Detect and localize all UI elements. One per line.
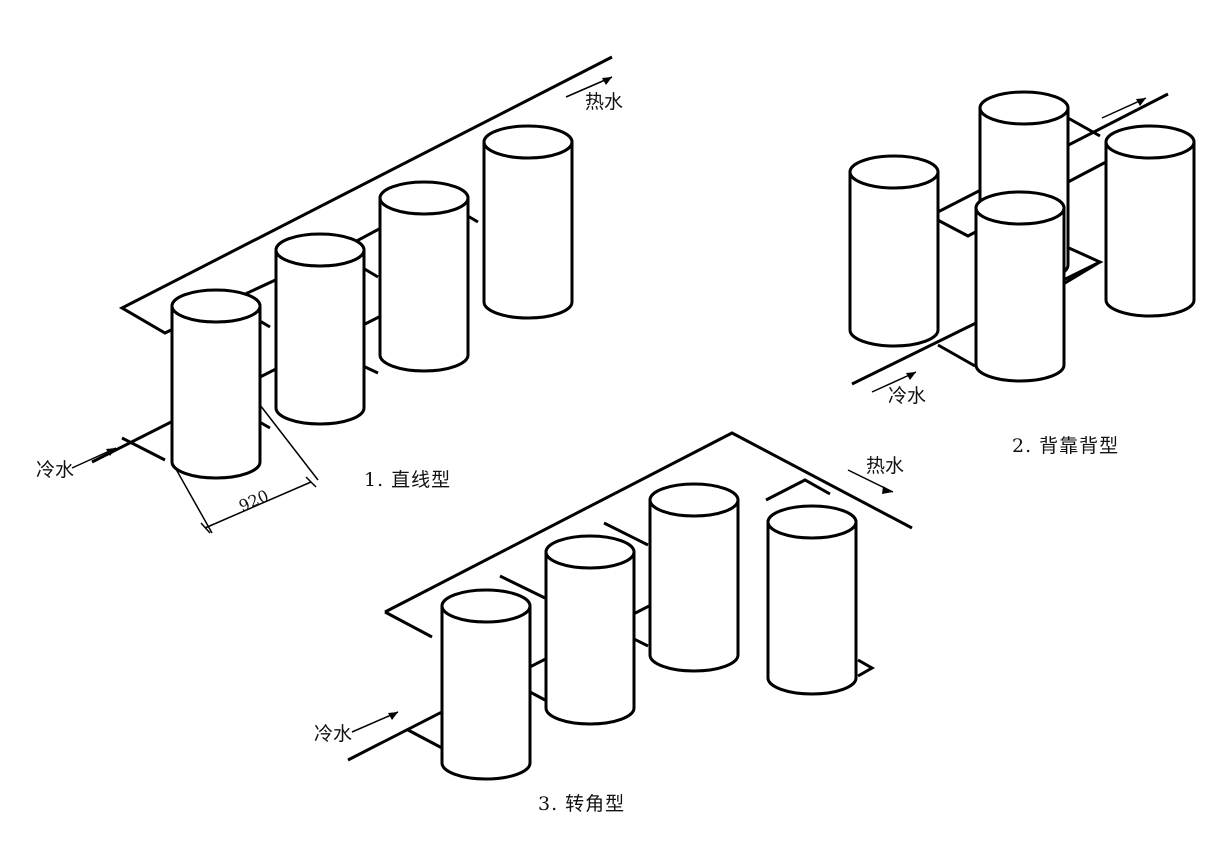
cold-water-label: 冷水 xyxy=(888,385,926,407)
cold-water-pipe xyxy=(851,242,1104,386)
cold-water-arrow xyxy=(71,447,117,469)
dimension-label: 920 xyxy=(236,486,272,516)
diagram-corner: 热水 冷水 3. 转角型 xyxy=(314,431,913,815)
cold-water-arrow xyxy=(351,711,399,733)
caption-corner: 3. 转角型 xyxy=(538,793,625,815)
water-heater-tank xyxy=(1104,124,1196,318)
water-heater-tank xyxy=(766,504,858,696)
diagram-back-to-back: 冷水 2. 背靠背型 xyxy=(848,90,1196,457)
water-heater-tank xyxy=(974,190,1066,383)
water-heater-tank xyxy=(378,180,470,373)
hot-water-arrow xyxy=(565,76,613,98)
water-heater-tank xyxy=(848,154,940,348)
water-heater-tank xyxy=(440,588,532,781)
dimension-line xyxy=(171,404,319,534)
hot-water-pipe xyxy=(384,431,913,639)
water-heater-tank xyxy=(544,534,636,726)
hot-water-arrow xyxy=(847,469,894,494)
caption-straight: 1. 直线型 xyxy=(364,469,451,491)
water-heater-tank xyxy=(482,124,574,320)
water-heater-tank xyxy=(648,482,740,673)
hot-water-label: 热水 xyxy=(585,91,623,113)
caption-back-to-back: 2. 背靠背型 xyxy=(1012,435,1119,457)
cold-water-pipe xyxy=(91,278,453,464)
water-heater-tank xyxy=(274,232,366,426)
cold-water-arrow xyxy=(871,371,917,393)
cold-water-label: 冷水 xyxy=(36,459,74,481)
hot-water-label: 热水 xyxy=(866,455,904,477)
water-heater-tank xyxy=(170,288,262,480)
diagram-straight: 热水 冷水 920 1. 直线型 xyxy=(36,55,623,534)
cold-water-label: 冷水 xyxy=(314,723,352,745)
hot-water-arrow xyxy=(1101,97,1147,119)
